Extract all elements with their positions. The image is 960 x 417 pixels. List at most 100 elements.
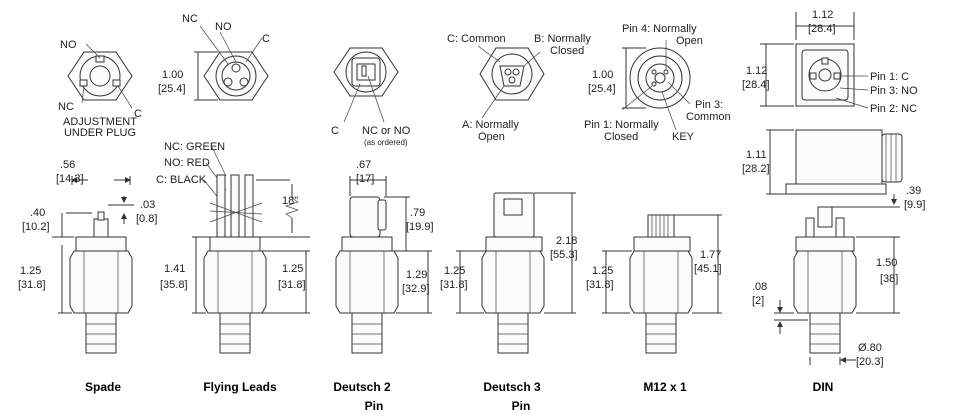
deutsch3-nc-label-2: Closed <box>550 45 584 57</box>
spade-caption: Spade <box>85 380 121 394</box>
spade-c-label: C <box>134 108 142 120</box>
din-height-mm: [38] <box>880 273 898 285</box>
flying-no-label: NO <box>215 21 232 33</box>
flying-leads-top-view <box>199 25 269 101</box>
spade-gap-in: .03 <box>140 199 155 211</box>
m12-caption: M12 x 1 <box>643 380 687 394</box>
m12-pin4-label-2: Open <box>676 35 703 47</box>
m12-h1-in: 1.25 <box>592 265 613 277</box>
deutsch2-height-mm: [32.9] <box>402 283 430 295</box>
flying-dia-in: 1.00 <box>162 69 183 81</box>
din-connector-view <box>785 129 903 195</box>
deutsch2-conn-in: .79 <box>410 207 425 219</box>
deutsch3-h2-mm: [55.3] <box>550 249 578 261</box>
m12-dia-in: 1.00 <box>592 69 613 81</box>
deutsch3-h1-in: 1.25 <box>444 265 465 277</box>
flying-leads-diagram: NC NO C 1.00 [25.4] NC: GREEN NO: RED C:… <box>156 13 310 394</box>
m12-dia-mm: [25.4] <box>588 83 616 95</box>
din-top-width-in: 1.12 <box>812 9 833 21</box>
flying-black-label: C: BLACK <box>156 174 207 186</box>
din-pin3-label: Pin 3: NO <box>870 85 918 97</box>
flying-h1-in: 1.41 <box>164 263 185 275</box>
din-pin2-label: Pin 2: NC <box>870 103 917 115</box>
deutsch3-h1-mm: [31.8] <box>440 279 468 291</box>
din-diagram: 1.12 [28.4] 1.12 [28.4] Pin 1: C Pin 3: … <box>742 9 925 394</box>
m12-top-view <box>621 40 691 131</box>
deutsch3-caption-line2: Pin <box>512 399 531 413</box>
spade-side-view <box>69 211 133 354</box>
deutsch2-height-in: 1.29 <box>406 269 427 281</box>
spade-adjust-label: ADJUSTMENT <box>63 116 137 128</box>
spade-gap-mm: [0.8] <box>136 213 157 225</box>
spade-diagram: NO NC C ADJUSTMENT UNDER PLUG .56 [14.3]… <box>18 39 157 394</box>
deutsch3-top-view <box>477 45 545 119</box>
deutsch2-top-view <box>333 47 399 123</box>
deutsch3-diagram: C: Common B: Normally Closed A: Normally… <box>440 33 591 413</box>
spade-height-in: 1.25 <box>20 265 41 277</box>
deutsch2-diagram: C NC or NO (as ordered) .67 [17] .79 [19… <box>331 47 434 413</box>
spade-height-mm: [31.8] <box>18 279 46 291</box>
din-term-mm: [9.9] <box>904 199 925 211</box>
deutsch2-width-mm: [17] <box>356 173 374 185</box>
deutsch2-caption-line1: Deutsch 2 <box>333 380 391 394</box>
spade-term-in: .40 <box>30 207 45 219</box>
m12-key-label: KEY <box>672 131 695 143</box>
m12-h1-mm: [31.8] <box>586 279 614 291</box>
din-dia-mm: [20.3] <box>856 356 884 368</box>
din-height-in: 1.50 <box>876 257 897 269</box>
din-base-in: .08 <box>752 281 767 293</box>
din-top-height-mm: [28.4] <box>742 79 770 91</box>
flying-nc-label: NC <box>182 13 198 25</box>
m12-h2-mm: [45.1] <box>694 263 722 275</box>
din-top-view <box>795 43 869 109</box>
spade-top-view <box>67 43 133 109</box>
spade-no-label: NO <box>60 39 77 51</box>
flying-h2-in: 1.25 <box>282 263 303 275</box>
m12-pin4-label-1: Pin 4: Normally <box>622 23 697 35</box>
flying-c-label: C <box>262 33 270 45</box>
m12-pin3-label-2: Common <box>686 111 731 123</box>
din-conn-height-in: 1.11 <box>746 149 767 161</box>
din-top-height-in: 1.12 <box>746 65 767 77</box>
spade-term-mm: [10.2] <box>22 221 50 233</box>
deutsch2-width-in: .67 <box>356 159 371 171</box>
din-caption: DIN <box>813 380 834 394</box>
deutsch2-c-label: C <box>331 125 339 137</box>
deutsch2-side-view <box>335 196 399 354</box>
deutsch3-no-label-2: Open <box>478 131 505 143</box>
deutsch3-side-view <box>481 192 545 354</box>
m12-side-view <box>629 214 693 354</box>
deutsch2-ordered-label: (as ordered) <box>364 138 408 147</box>
deutsch2-caption-line2: Pin <box>365 399 384 413</box>
m12-h2-in: 1.77 <box>700 249 721 261</box>
m12-pin1-label-1: Pin 1: Normally <box>584 119 659 131</box>
flying-caption: Flying Leads <box>203 380 277 394</box>
flying-lead-length: 18" <box>282 195 298 207</box>
deutsch3-no-label-1: A: Normally <box>462 119 519 131</box>
deutsch3-nc-label-1: B: Normally <box>534 33 591 45</box>
flying-h2-mm: [31.8] <box>278 279 306 291</box>
din-base-mm: [2] <box>752 295 764 307</box>
deutsch3-common-label: C: Common <box>447 33 506 45</box>
deutsch2-ncno-label: NC or NO <box>362 125 411 137</box>
flying-dia-mm: [25.4] <box>158 83 186 95</box>
spade-nc-label: NC <box>58 101 74 113</box>
m12-pin1-label-2: Closed <box>604 131 638 143</box>
din-conn-height-mm: [28.2] <box>742 163 770 175</box>
deutsch3-h2-in: 2.18 <box>556 235 577 247</box>
deutsch2-conn-mm: [19.9] <box>406 221 434 233</box>
spade-width-mm: [14.3] <box>56 173 84 185</box>
flying-red-label: NO: RED <box>164 157 210 169</box>
din-term-in: .39 <box>906 185 921 197</box>
spade-plug-label: UNDER PLUG <box>64 127 136 139</box>
m12-pin3-label-1: Pin 3: <box>695 99 723 111</box>
din-dia-in: Ø.80 <box>858 342 882 354</box>
m12-diagram: Pin 4: Normally Open Pin 3: Common Pin 1… <box>584 23 731 394</box>
flying-h1-mm: [35.8] <box>160 279 188 291</box>
flying-green-label: NC: GREEN <box>164 141 225 153</box>
din-top-width-mm: [28.4] <box>808 23 836 35</box>
deutsch3-caption-line1: Deutsch 3 <box>483 380 541 394</box>
din-pin1-label: Pin 1: C <box>870 71 909 83</box>
din-side-view <box>793 206 857 354</box>
